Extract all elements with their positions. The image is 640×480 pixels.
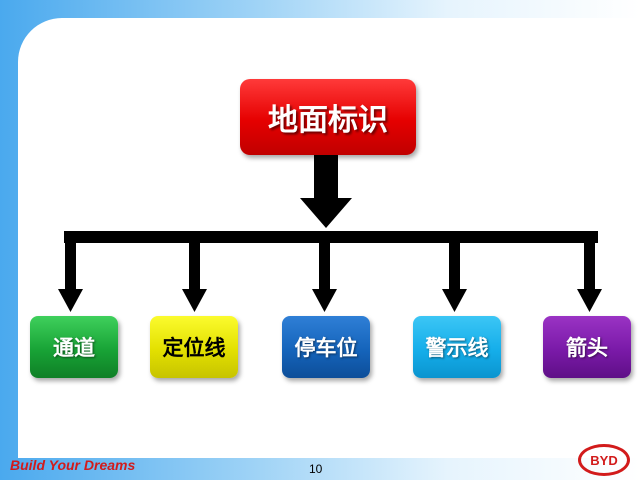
drop-2: [319, 240, 330, 290]
child-node-label: 定位线: [162, 336, 226, 360]
child-node-label: 通道: [53, 336, 95, 360]
child-node-dingweixian: 定位线: [150, 316, 238, 378]
logo-text: BYD: [590, 452, 618, 468]
drop-arrow-0: [58, 289, 83, 312]
drop-arrow-4: [577, 289, 602, 312]
drop-arrow-3: [442, 289, 467, 312]
root-arrow: [300, 198, 352, 228]
byd-logo-icon: BYD: [578, 444, 630, 476]
page-number: 10: [309, 462, 323, 476]
drop-4: [584, 240, 595, 290]
connector-bar: [64, 231, 598, 243]
root-node-label: 地面标识: [268, 103, 388, 138]
drop-arrow-2: [312, 289, 337, 312]
child-node-label: 停车位: [294, 336, 358, 360]
footer-tagline: Build Your Dreams: [10, 457, 136, 473]
child-node-jingshixian: 警示线: [413, 316, 501, 378]
drop-0: [65, 240, 76, 290]
drop-3: [449, 240, 460, 290]
root-trunk: [314, 155, 338, 199]
child-node-label: 箭头: [566, 336, 608, 360]
root-node: 地面标识: [240, 79, 416, 155]
child-node-tingchewei: 停车位: [282, 316, 370, 378]
drop-1: [189, 240, 200, 290]
drop-arrow-1: [182, 289, 207, 312]
child-node-tongdao: 通道: [30, 316, 118, 378]
child-node-jiantou: 箭头: [543, 316, 631, 378]
child-node-label: 警示线: [425, 336, 489, 360]
